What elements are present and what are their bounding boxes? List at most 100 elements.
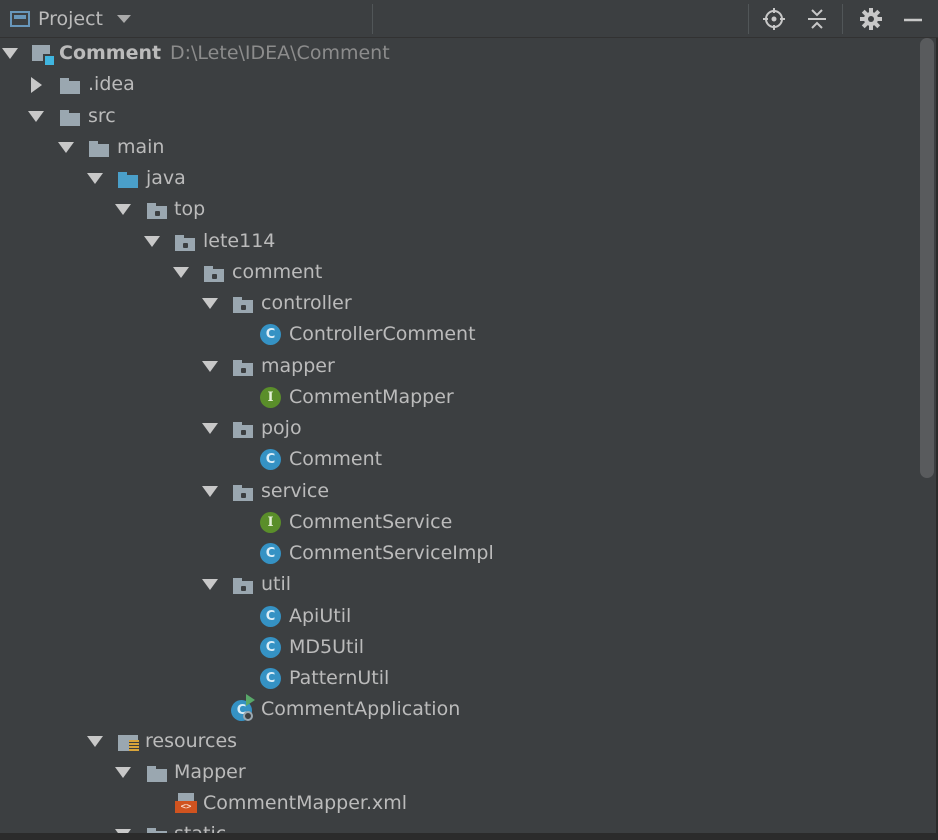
tree-node-label: CommentMapper.xml [203, 792, 408, 814]
tree-node-label: CommentApplication [261, 698, 461, 720]
tree-node-package-service[interactable]: service [0, 476, 918, 507]
locate-file-button[interactable] [759, 4, 789, 34]
tree-node-interface-commentmapper[interactable]: I CommentMapper [0, 382, 918, 413]
package-icon [231, 476, 255, 507]
expand-arrow-icon[interactable] [200, 413, 220, 444]
toolbar-divider [372, 4, 373, 34]
tree-node-class-patternutil[interactable]: C PatternUtil [0, 663, 918, 694]
expand-arrow-icon[interactable] [56, 132, 76, 163]
source-folder-icon [116, 163, 140, 194]
tree-node-package-pojo[interactable]: pojo [0, 413, 918, 444]
tree-node-package-lete114[interactable]: lete114 [0, 226, 918, 257]
tree-node-label: Mapper [174, 761, 246, 783]
project-window-icon [10, 10, 30, 27]
tree-node-java[interactable]: java [0, 163, 918, 194]
collapse-all-icon [808, 9, 826, 29]
expand-arrow-icon[interactable] [142, 226, 162, 257]
package-icon [202, 257, 226, 288]
toolbar-divider [748, 4, 749, 34]
folder-icon [58, 69, 82, 100]
tree-node-folder-mapper[interactable]: Mapper [0, 757, 918, 788]
toolbar-divider [842, 4, 843, 34]
tree-node-class-comment[interactable]: C Comment [0, 444, 918, 475]
tree-node-label: top [174, 198, 206, 220]
package-icon [231, 288, 255, 319]
expand-arrow-icon[interactable] [85, 726, 105, 757]
folder-icon [87, 132, 111, 163]
tree-node-class-commentserviceimpl[interactable]: C CommentServiceImpl [0, 538, 918, 569]
xml-file-icon [174, 788, 198, 819]
tree-node-package-mapper[interactable]: mapper [0, 351, 918, 382]
expand-arrow-icon[interactable] [113, 194, 133, 225]
module-path: D:\Lete\IDEA\Comment [170, 42, 390, 64]
expand-arrow-icon[interactable] [200, 476, 220, 507]
tree-node-label: MD5Util [289, 636, 365, 658]
tree-node-label: service [261, 480, 330, 502]
tree-node-package-controller[interactable]: controller [0, 288, 918, 319]
expand-arrow-icon[interactable] [200, 569, 220, 600]
package-icon [231, 569, 255, 600]
tree-node-interface-commentservice[interactable]: I CommentService [0, 507, 918, 538]
class-icon: C [259, 319, 283, 350]
tree-node-src[interactable]: src [0, 101, 918, 132]
tree-node-label: ApiUtil [289, 605, 352, 627]
expand-arrow-icon[interactable] [26, 101, 46, 132]
tree-node-label: PatternUtil [289, 667, 390, 689]
tree-node-package-comment[interactable]: comment [0, 257, 918, 288]
tree-node-file-commentmapper-xml[interactable]: CommentMapper.xml [0, 788, 918, 819]
settings-button[interactable] [856, 4, 886, 34]
collapse-all-button[interactable] [802, 4, 832, 34]
tree-node-class-commentapplication[interactable]: C CommentApplication [0, 694, 918, 725]
tree-node-comment-module[interactable]: Comment D:\Lete\IDEA\Comment [0, 38, 918, 69]
interface-icon: I [259, 507, 283, 538]
panel-bottom-edge [0, 833, 938, 840]
tree-node-package-util[interactable]: util [0, 569, 918, 600]
tree-node-label: comment [232, 261, 323, 283]
tree-node-package-top[interactable]: top [0, 194, 918, 225]
class-icon: C [259, 663, 283, 694]
hide-minimize-icon [904, 18, 922, 22]
expand-arrow-icon[interactable] [85, 163, 105, 194]
project-title: Project [38, 7, 104, 30]
tree-node-label: util [261, 573, 292, 595]
interface-icon: I [259, 382, 283, 413]
tree-node-label: resources [145, 730, 238, 752]
expand-arrow-icon[interactable] [200, 351, 220, 382]
tree-node-label: main [117, 136, 165, 158]
tree-node-main[interactable]: main [0, 132, 918, 163]
hide-panel-button[interactable] [898, 4, 928, 34]
package-icon [145, 194, 169, 225]
tree-node-label: src [88, 105, 116, 127]
tree-node-label: CommentServiceImpl [289, 542, 494, 564]
tree-node-label: lete114 [203, 230, 276, 252]
package-icon [173, 226, 197, 257]
tree-node-idea[interactable]: .idea [0, 69, 918, 100]
tree-node-label: java [146, 167, 186, 189]
dropdown-caret-icon [117, 14, 132, 23]
tree-node-resources[interactable]: resources [0, 726, 918, 757]
expand-arrow-icon[interactable] [0, 38, 20, 69]
collapse-arrow-icon[interactable] [26, 69, 46, 100]
settings-gear-icon [860, 8, 882, 30]
tree-node-class-apiutil[interactable]: C ApiUtil [0, 601, 918, 632]
tree-node-label: mapper [261, 355, 335, 377]
tree-node-class-controllercomment[interactable]: C ControllerComment [0, 319, 918, 350]
tree-node-label: CommentMapper [289, 386, 454, 408]
tree-node-label: pojo [261, 417, 302, 439]
package-icon [231, 351, 255, 382]
tree-node-label: controller [261, 292, 352, 314]
tree-node-label: Comment [289, 448, 383, 470]
project-view-selector[interactable]: Project [10, 0, 132, 37]
tree-node-class-md5util[interactable]: C MD5Util [0, 632, 918, 663]
folder-icon [145, 757, 169, 788]
expand-arrow-icon[interactable] [171, 257, 191, 288]
tree-node-label: .idea [88, 73, 135, 95]
folder-icon [58, 101, 82, 132]
expand-arrow-icon[interactable] [200, 288, 220, 319]
expand-arrow-icon[interactable] [113, 757, 133, 788]
tree-node-label: CommentService [289, 511, 453, 533]
panel-edge [936, 38, 938, 840]
resources-folder-icon [116, 726, 140, 757]
module-icon [30, 38, 56, 69]
vertical-scrollbar[interactable] [920, 38, 934, 478]
